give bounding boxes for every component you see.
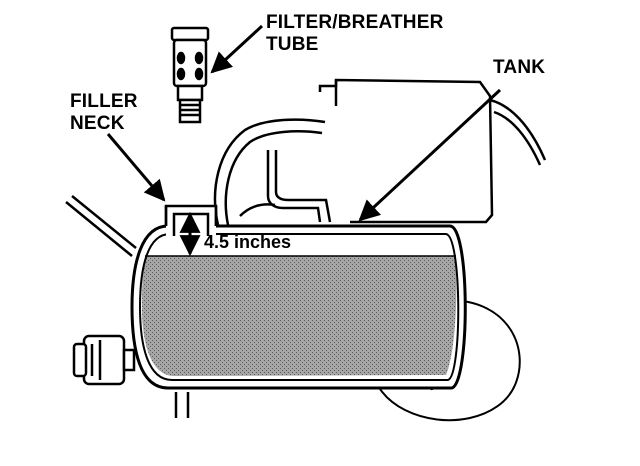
filler-neck-leader [106, 133, 166, 202]
tank-shell-inner [138, 233, 460, 381]
filler-neck-label: FILLER NECK [70, 91, 138, 135]
filler-neck-label-line1: FILLER [70, 91, 138, 112]
level-measurement-label: 4.5 inches [204, 232, 292, 252]
wheel [371, 299, 521, 422]
filter-breather-label: FILTER/BREATHER TUBE [266, 12, 444, 56]
support-rod [65, 195, 137, 257]
filter-breather-tube [170, 26, 210, 124]
tank-leader [358, 88, 502, 222]
engine-body [318, 78, 494, 224]
filter-breather-label-line2: TUBE [266, 34, 319, 55]
frame-handle [213, 98, 547, 226]
tank-liquid [142, 256, 457, 376]
valve-fitting [72, 334, 136, 386]
filter-breather-label-line1: FILTER/BREATHER [266, 12, 444, 33]
tank-label: TANK [493, 57, 546, 78]
filter-breather-leader [210, 24, 264, 74]
filler-neck-label-line2: NECK [70, 113, 125, 134]
tank-bracket [239, 150, 332, 223]
